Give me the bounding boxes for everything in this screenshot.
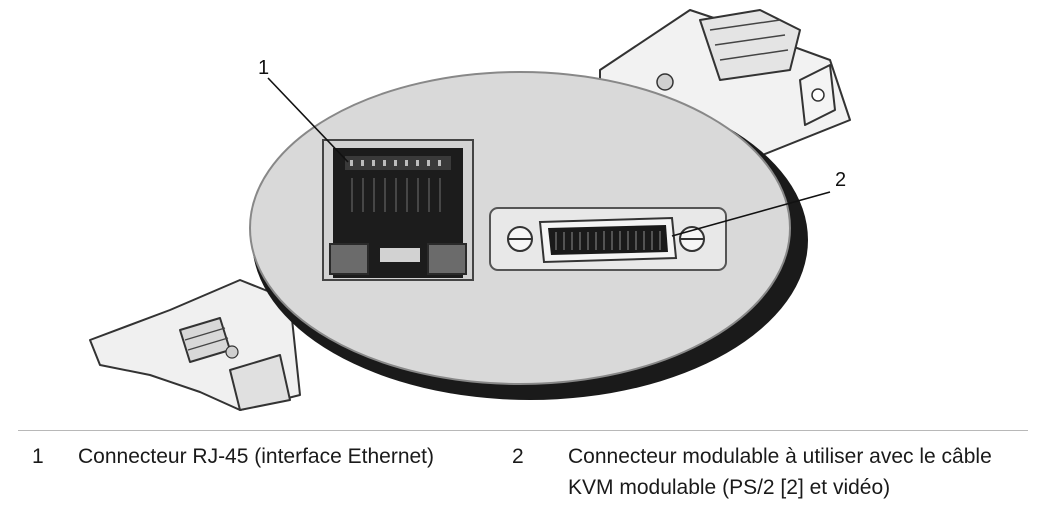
callout-1-number: 1 bbox=[258, 57, 269, 79]
legend-label-1: Connecteur RJ-45 (interface Ethernet) bbox=[78, 445, 435, 468]
legend-number-1: 1 bbox=[32, 445, 44, 468]
legend-number-2: 2 bbox=[512, 445, 524, 468]
callout-1-leader bbox=[267, 77, 349, 163]
legend-divider bbox=[18, 430, 1028, 431]
hardware-diagram: 1 2 bbox=[89, 9, 851, 411]
kvm-connector bbox=[489, 207, 727, 271]
callout-leaders bbox=[267, 77, 831, 237]
legend-label-2-line2: KVM modulable (PS/2 [2] et vidéo) bbox=[568, 476, 891, 499]
rj45-connector bbox=[322, 139, 474, 281]
callout-2-number: 2 bbox=[835, 169, 846, 191]
callout-2-leader bbox=[671, 191, 831, 237]
legend-label-2-line1: Connecteur modulable à utiliser avec le … bbox=[568, 445, 992, 468]
